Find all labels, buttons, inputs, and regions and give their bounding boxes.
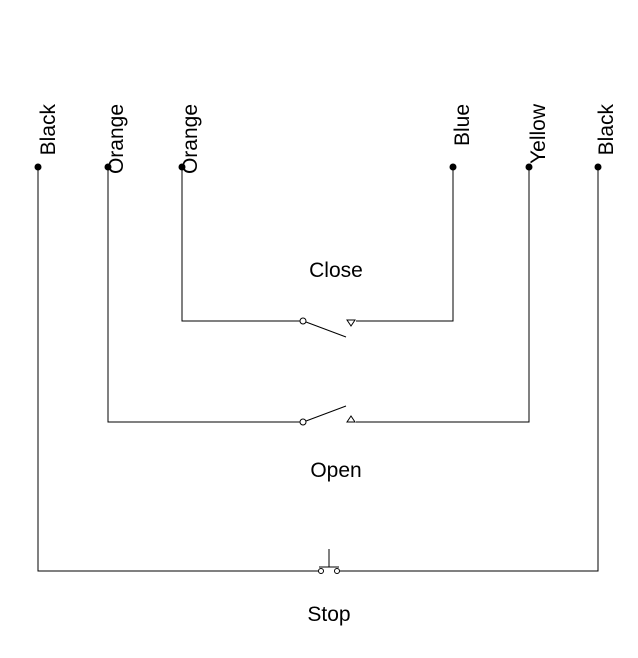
wire-label-black-left: Black (37, 104, 60, 156)
stop-wire-left (37, 167, 318, 572)
open-label: Open (310, 459, 361, 482)
open-switch-blade (305, 405, 347, 422)
close-label: Close (309, 259, 363, 282)
close-switch-contact (346, 319, 356, 327)
wire-label-orange-2: Orange (179, 104, 202, 174)
close-wire-right (356, 167, 454, 322)
wire-label-orange-1: Orange (105, 104, 128, 174)
stop-circuit (37, 167, 599, 574)
stop-contact-right (334, 568, 340, 574)
wire-label-black-right: Black (595, 104, 618, 156)
close-switch-blade (305, 321, 347, 338)
open-switch-contact (346, 415, 356, 423)
stop-contact-left (318, 568, 324, 574)
stop-wire-right (340, 167, 599, 572)
open-switch-pivot (299, 418, 307, 426)
wire-label-blue: Blue (451, 104, 474, 146)
open-circuit (107, 167, 530, 426)
open-wire-right (356, 167, 530, 423)
close-circuit (181, 167, 454, 338)
close-switch-pivot (299, 317, 307, 325)
wire-label-yellow: Yellow (527, 103, 550, 164)
close-wire-left (181, 167, 300, 322)
open-wire-left (107, 167, 300, 423)
stop-label: Stop (307, 603, 350, 626)
